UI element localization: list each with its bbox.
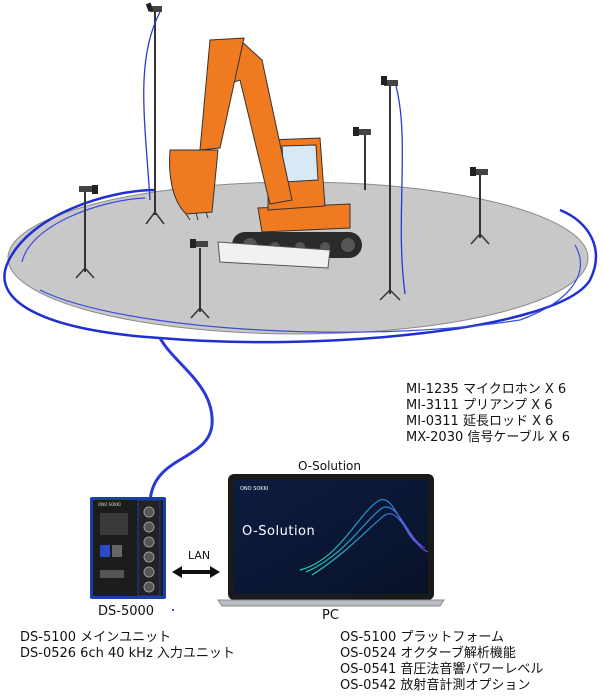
microphone-stand-5	[470, 167, 490, 245]
hardware-part-item: DS-0526 6ch 40 kHz 入力ユニット	[20, 646, 235, 661]
software-part-item: OS-0524 オクターブ解析機能	[340, 646, 516, 661]
excavator	[169, 37, 362, 269]
software-part-item: OS-5100 プラットフォーム	[340, 630, 505, 645]
microphone-stand-1	[143, 2, 165, 225]
lan-label: LAN	[188, 549, 211, 562]
o-solution-caption: O-Solution	[298, 459, 361, 473]
ds5000-brand: ONO SOKKI	[98, 502, 121, 507]
ds5000-label: DS-5000	[98, 604, 155, 619]
software-part-item: OS-0541 音圧法音響パワーレベル	[340, 662, 544, 677]
laptop	[217, 474, 445, 607]
signal-cable-to-ds5000	[148, 337, 214, 506]
sensor-part-item: MI-1235 マイクロホン X 6	[406, 382, 567, 397]
signal-cable-loop-inner	[21, 197, 582, 333]
pc-label: PC	[322, 608, 339, 623]
microphone-stand-2	[379, 76, 406, 301]
hardware-parts-list: DS-5100 メインユニット DS-0526 6ch 40 kHz 入力ユニッ…	[20, 630, 235, 662]
sensor-parts-list: MI-1235 マイクロホン X 6 MI-3111 プリアンプ X 6 MI-…	[406, 382, 570, 446]
laptop-screen-title: O-Solution	[242, 524, 316, 539]
sensor-part-item: MX-2030 信号ケーブル X 6	[406, 430, 571, 445]
microphone-stand-3	[75, 185, 98, 279]
sensor-part-item: MI-0311 延長ロッド X 6	[406, 414, 554, 429]
marker-dot	[172, 609, 174, 611]
signal-cable-loop	[3, 188, 598, 344]
hardware-part-item: DS-5100 メインユニット	[20, 630, 172, 645]
software-parts-list: OS-5100 プラットフォーム OS-0524 オクターブ解析機能 OS-05…	[340, 630, 543, 694]
microphone-stand-6	[190, 239, 210, 319]
ds5000-unit	[90, 497, 166, 599]
sensor-part-item: MI-3111 プリアンプ X 6	[406, 398, 553, 413]
laptop-screen-brand: ONO SOKKI	[240, 486, 269, 492]
wave-graphic	[299, 499, 429, 576]
microphone-stand-4	[353, 127, 371, 190]
software-part-item: OS-0542 放射音計測オプション	[340, 678, 531, 693]
lan-arrow	[172, 566, 220, 578]
